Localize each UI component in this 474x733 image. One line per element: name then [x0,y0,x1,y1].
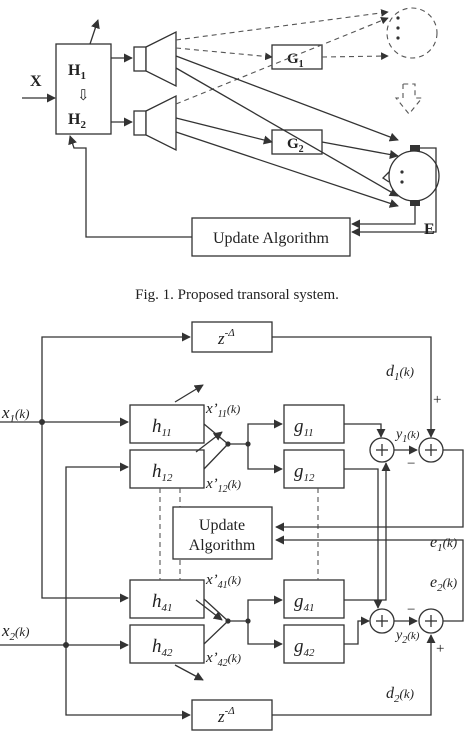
figure-1: X H1 ⇩ H2 G1 G2 [22,7,440,303]
delay-top-label: z-Δ [217,327,235,348]
input-x-label: X [30,73,42,90]
filter-h42-label: h42 [152,636,173,659]
sum-junction-e1 [418,437,444,463]
y2-label: y2(k) [394,628,420,646]
target-head-dashed-icon [386,7,438,59]
sum-junction-y1 [369,437,395,463]
xp41-label: x’41(k) [205,572,241,591]
sum-junction-e2 [418,608,444,634]
movement-arrow-icon [394,83,424,115]
filter-h41-block [129,579,205,619]
sum-junction-y2 [369,608,395,634]
speaker-2-icon [133,94,177,152]
path-g11-label: g11 [294,416,314,439]
path-g11-block [283,404,345,444]
figure-2: z-Δ d1(k) + x1(k) x2(k) h11 h12 h41 h42 … [0,321,464,731]
d2-label: d2(k) [386,685,414,705]
microphone-top-icon [410,145,420,151]
path-g2-label: G2 [287,136,304,155]
path-g12-label: g12 [294,461,315,484]
delay-top-block [191,321,273,353]
input-x1-label: x1(k) [1,403,29,425]
down-arrow-icon: ⇩ [77,88,90,104]
path-g41-block [283,579,345,619]
update-algorithm-line1: Update [199,517,245,534]
path-g42-label: g42 [294,636,315,659]
microphone-bottom-icon [410,200,420,206]
speaker-1-icon [133,30,177,88]
input-x2-label: x2(k) [1,621,29,643]
plus-bottom-sign: + [436,641,444,657]
filter-h11-label: h11 [152,416,172,439]
delay-bottom-block [191,699,273,731]
update-algorithm-block-2 [172,506,273,560]
path-g1-block [271,44,323,70]
xp42-label: x’42(k) [205,650,241,669]
d1-label: d1(k) [386,363,414,383]
path-g12-block [283,449,345,489]
filter-h-block [55,43,112,135]
fig1-caption: Fig. 1. Proposed transoral system. [135,287,339,303]
path-g2-block [271,129,323,155]
e2-label: e2(k) [430,574,457,594]
filter-output-arrow [89,19,100,45]
delay-bottom-label: z-Δ [217,705,235,726]
update-algorithm-label-1: Update Algorithm [213,230,330,247]
filter-h11-block [129,404,205,444]
path-g41-label: g41 [294,591,315,614]
minus-top-sign: − [407,456,415,472]
listener-head-icon [381,145,440,206]
xp12-label: x’12(k) [205,476,241,495]
plus-top-sign: + [433,392,441,408]
filter-h2-label: H2 [68,111,86,131]
filter-h41-label: h41 [152,591,173,614]
filter-h12-label: h12 [152,461,173,484]
e1-label: e1(k) [430,534,457,554]
update-algorithm-line2: Algorithm [189,537,256,554]
error-e-label: E [424,221,435,238]
filter-h1-label: H1 [68,62,86,82]
y1-label: y1(k) [394,427,420,445]
minus-bottom-sign: − [407,602,415,618]
xp11-label: x’11(k) [205,401,240,420]
path-g42-block [283,624,345,664]
